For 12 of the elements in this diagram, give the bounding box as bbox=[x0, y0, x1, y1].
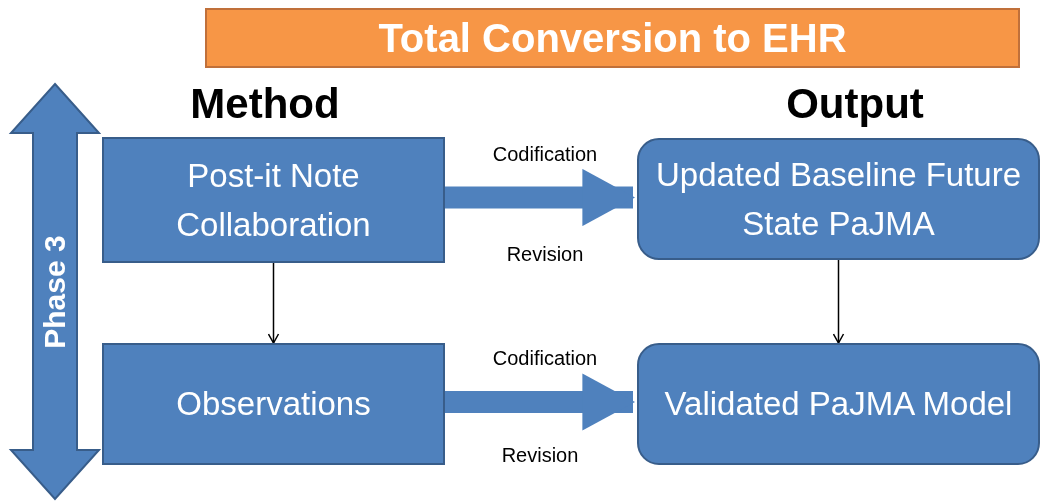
output-box: Validated PaJMA Model bbox=[637, 343, 1040, 465]
block-arrow bbox=[445, 168, 636, 227]
arrow bbox=[267, 262, 280, 344]
arrow bbox=[832, 259, 845, 344]
column-heading: Method bbox=[190, 80, 340, 128]
method-box: Observations bbox=[102, 343, 445, 465]
title-banner: Total Conversion to EHR bbox=[205, 8, 1020, 68]
phase-label: Phase 3 bbox=[38, 234, 72, 349]
column-heading: Output bbox=[786, 80, 924, 128]
output-box: Updated Baseline Future State PaJMA bbox=[637, 138, 1040, 260]
method-box: Post-it Note Collaboration bbox=[102, 137, 445, 263]
double-arrow bbox=[10, 83, 100, 500]
